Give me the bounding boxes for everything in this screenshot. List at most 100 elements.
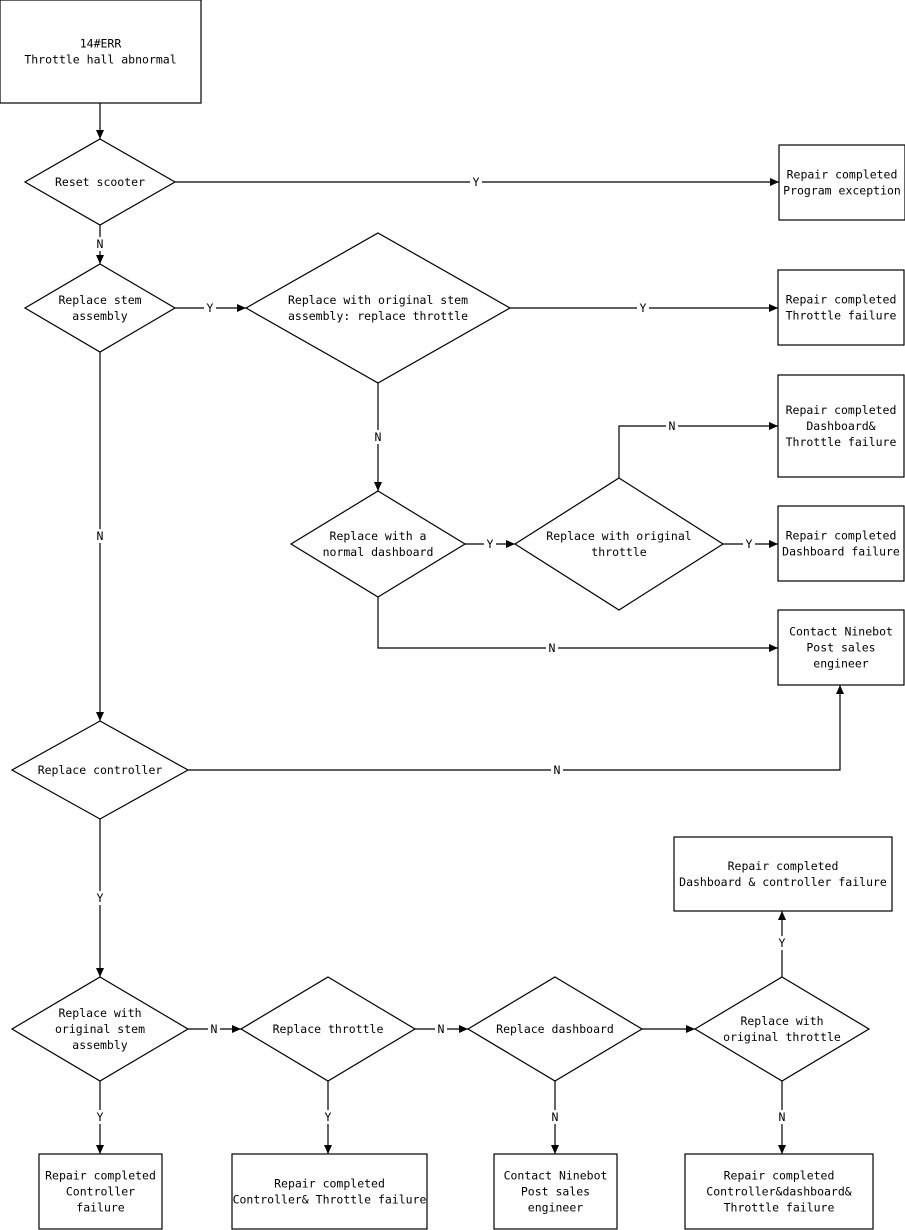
node-text-line: assembly	[72, 309, 127, 323]
process-box	[778, 144, 905, 221]
decision-diamond	[10, 720, 190, 820]
node-text-line: Replace with	[58, 1006, 141, 1020]
decision-diamond	[10, 976, 190, 1082]
edge-label: Y	[746, 537, 753, 551]
edge-orig-stem-throttle-to-done-throttle: Y	[510, 301, 778, 315]
edge-label: N	[549, 641, 556, 655]
node-done-ctrl-dash-throttle: Repair completedController&dashboard&Thr…	[684, 1153, 874, 1230]
edge-replace-stem-to-replace-controller: N	[94, 352, 106, 721]
edge-label-bg	[551, 763, 563, 777]
node-text-line: normal dashboard	[323, 545, 434, 559]
edge-label: Y	[779, 936, 786, 950]
edge-label-bg	[372, 430, 384, 444]
node-text-line: assembly: replace throttle	[288, 309, 468, 323]
decision-diamond	[244, 232, 512, 384]
edge-orig-throttle-2-to-done-dash-ctrl: Y	[776, 911, 788, 977]
node-text-line: Dashboard & controller failure	[679, 875, 887, 889]
edge-label-bg	[94, 237, 106, 251]
node-replace-dashboard: Replace dashboard	[466, 976, 644, 1082]
node-text-line: Replace with original	[546, 529, 691, 543]
node-text-line: Replace with	[740, 1014, 823, 1028]
node-text-line: Replace controller	[38, 763, 163, 777]
node-text-line: Contact Ninebot	[504, 1169, 608, 1183]
edge-label-bg	[322, 1110, 334, 1124]
process-box	[673, 836, 893, 912]
edge-reset-to-replace-stem: N	[94, 225, 106, 264]
node-text-line: Repair completed	[787, 168, 898, 182]
connector-arrow	[377, 597, 778, 652]
process-box	[777, 269, 905, 346]
edge-label-bg	[208, 1022, 220, 1036]
edge-normal-dash-to-orig-throttle-1: Y	[465, 537, 515, 551]
edge-orig-stem-2-to-replace-throttle: N	[188, 1022, 241, 1036]
edge-replace-stem-to-orig-stem-throttle: Y	[175, 301, 246, 315]
edge-label-bg	[94, 891, 106, 905]
node-text-line: Post sales	[806, 641, 875, 655]
decision-diamond	[289, 490, 467, 598]
edge-replace-throttle-to-done-ctrl-throttle: Y	[322, 1081, 334, 1154]
node-text-line: Repair completed	[45, 1169, 156, 1183]
edge-orig-throttle-1-to-done-dash-throttle: N	[618, 419, 778, 478]
node-text-line: Controller&dashboard&	[706, 1185, 851, 1199]
node-text-line: Repair completed	[274, 1177, 385, 1191]
edge-label: N	[375, 430, 382, 444]
edge-replace-controller-to-contact-1: N	[188, 685, 844, 777]
edge-label-bg	[637, 301, 649, 315]
node-reset: Reset scooter	[23, 138, 177, 226]
node-text-line: Repair completed	[786, 529, 897, 543]
edge-label: N	[552, 1110, 559, 1124]
edge-label: N	[554, 763, 561, 777]
process-box	[777, 609, 905, 686]
edge-label-bg	[776, 936, 788, 950]
decision-diamond	[693, 976, 871, 1082]
node-text-line: 14#ERR	[80, 37, 122, 51]
node-text-line: throttle	[591, 545, 646, 559]
node-text-line: Replace throttle	[273, 1022, 384, 1036]
edge-label: N	[779, 1110, 786, 1124]
edge-label-bg	[546, 641, 558, 655]
node-text-line: Replace stem	[58, 293, 141, 307]
node-text-line: Reset scooter	[55, 175, 145, 189]
node-text-line: Dashboard&	[806, 419, 875, 433]
node-text-line: Contact Ninebot	[789, 625, 893, 639]
node-text-line: engineer	[528, 1201, 583, 1215]
node-text-line: Dashboard failure	[782, 545, 900, 559]
edge-orig-throttle-2-to-done-ctrl-dash-throttle: N	[776, 1081, 788, 1154]
edge-replace-dashboard-to-contact-2: N	[549, 1081, 561, 1154]
edge-label: N	[97, 237, 104, 251]
node-text-line: Throttle failure	[724, 1201, 835, 1215]
edge-reset-to-done-program: Y	[175, 175, 779, 189]
edge-label-bg	[435, 1022, 447, 1036]
node-text-line: failure	[76, 1201, 125, 1215]
node-text-line: Repair completed	[786, 403, 897, 417]
process-box	[493, 1153, 618, 1230]
edge-label-bg	[94, 1110, 106, 1124]
node-replace-throttle: Replace throttle	[239, 976, 417, 1082]
node-text-line: engineer	[813, 657, 868, 671]
node-text-line: assembly	[72, 1038, 127, 1052]
edge-normal-dash-to-contact-1: N	[377, 597, 778, 655]
node-text-line: Replace dashboard	[496, 1022, 614, 1036]
node-text-line: Repair completed	[786, 293, 897, 307]
edge-label: Y	[640, 301, 647, 315]
node-text-line: Throttle failure	[786, 435, 897, 449]
node-text-line: Throttle failure	[786, 309, 897, 323]
edge-label-bg	[666, 419, 678, 433]
node-orig-throttle-1: Replace with original throttle	[513, 477, 725, 611]
edge-label: Y	[487, 537, 494, 551]
node-text-line: Program exception	[783, 184, 901, 198]
node-text-line: Repair completed	[728, 859, 839, 873]
node-replace-stem: Replace stem assembly	[23, 263, 177, 353]
edge-label: N	[97, 529, 104, 543]
